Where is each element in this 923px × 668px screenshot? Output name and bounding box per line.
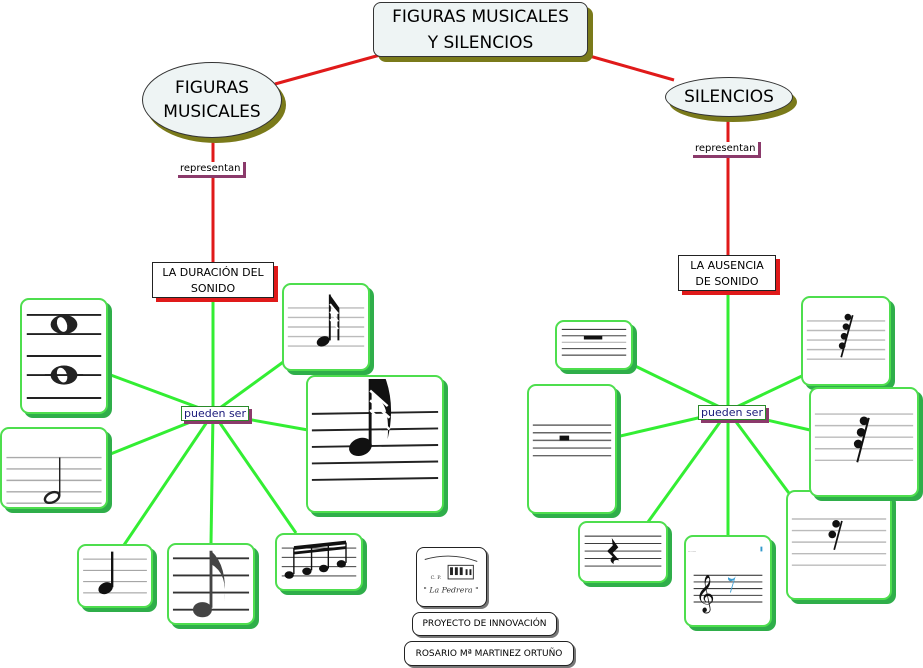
thirty-second-rest-icon bbox=[806, 313, 886, 360]
silencios-node[interactable]: SILENCIOS bbox=[665, 77, 793, 117]
quarter-note-icon bbox=[83, 551, 147, 595]
card-whole-note[interactable] bbox=[20, 298, 108, 414]
card-thirty-second-note[interactable] bbox=[282, 283, 370, 371]
quarter-rest-icon bbox=[584, 535, 662, 567]
author-label: ROSARIO Mª MARTINEZ ORTUÑO bbox=[404, 641, 574, 666]
link-word-representan-left: representan bbox=[178, 162, 246, 178]
card-whole-rest[interactable] bbox=[555, 320, 633, 370]
card-sixteenth-notes[interactable] bbox=[275, 533, 363, 591]
link-word-representan-right: representan bbox=[693, 142, 761, 158]
whole-rest-icon bbox=[561, 328, 627, 356]
school-building-icon: C. P. " La Pedrera " bbox=[423, 555, 479, 595]
card-eighth-note[interactable] bbox=[167, 543, 255, 625]
sixteenth-rest-icon bbox=[791, 518, 887, 566]
svg-text:C. P.: C. P. bbox=[431, 575, 442, 581]
link-word-pueden-ser-right: pueden ser bbox=[698, 405, 766, 420]
card-half-rest[interactable] bbox=[527, 384, 617, 514]
card-quarter-rest[interactable] bbox=[578, 521, 668, 583]
sixty-fourth-note-icon bbox=[311, 378, 439, 481]
link-root-silencios bbox=[585, 53, 675, 82]
half-note-icon bbox=[6, 456, 102, 505]
thirty-second-note-icon bbox=[287, 294, 365, 347]
beamed-sixteenth-notes-icon bbox=[281, 540, 357, 579]
project-label: PROYECTO DE INNOVACIÓN bbox=[412, 612, 557, 636]
half-rest-icon bbox=[532, 424, 612, 457]
card-eighth-rest[interactable]: ······· 𝄞 bbox=[684, 535, 772, 627]
eighth-note-icon bbox=[172, 550, 250, 618]
school-logo: C. P. " La Pedrera " bbox=[416, 547, 487, 607]
card-sixteenth-rest[interactable] bbox=[786, 490, 892, 600]
sixty-fourth-rest-icon bbox=[814, 413, 914, 463]
svg-text:·······: ······· bbox=[688, 548, 696, 553]
card-thirty-second-rest[interactable] bbox=[801, 296, 891, 386]
svg-text:𝄞: 𝄞 bbox=[696, 574, 715, 613]
card-half-note[interactable] bbox=[0, 427, 108, 509]
card-sixty-fourth-note[interactable] bbox=[306, 375, 444, 513]
card-sixty-fourth-rest[interactable] bbox=[809, 387, 919, 497]
svg-text:" La Pedrera ": " La Pedrera " bbox=[423, 586, 478, 595]
whole-note-icon bbox=[26, 314, 102, 399]
link-word-pueden-ser-left: pueden ser bbox=[181, 406, 249, 421]
eighth-rest-treble-clef-icon: ······· 𝄞 bbox=[688, 546, 763, 613]
link-root-figuras bbox=[274, 53, 381, 86]
card-quarter-note[interactable] bbox=[77, 544, 153, 608]
